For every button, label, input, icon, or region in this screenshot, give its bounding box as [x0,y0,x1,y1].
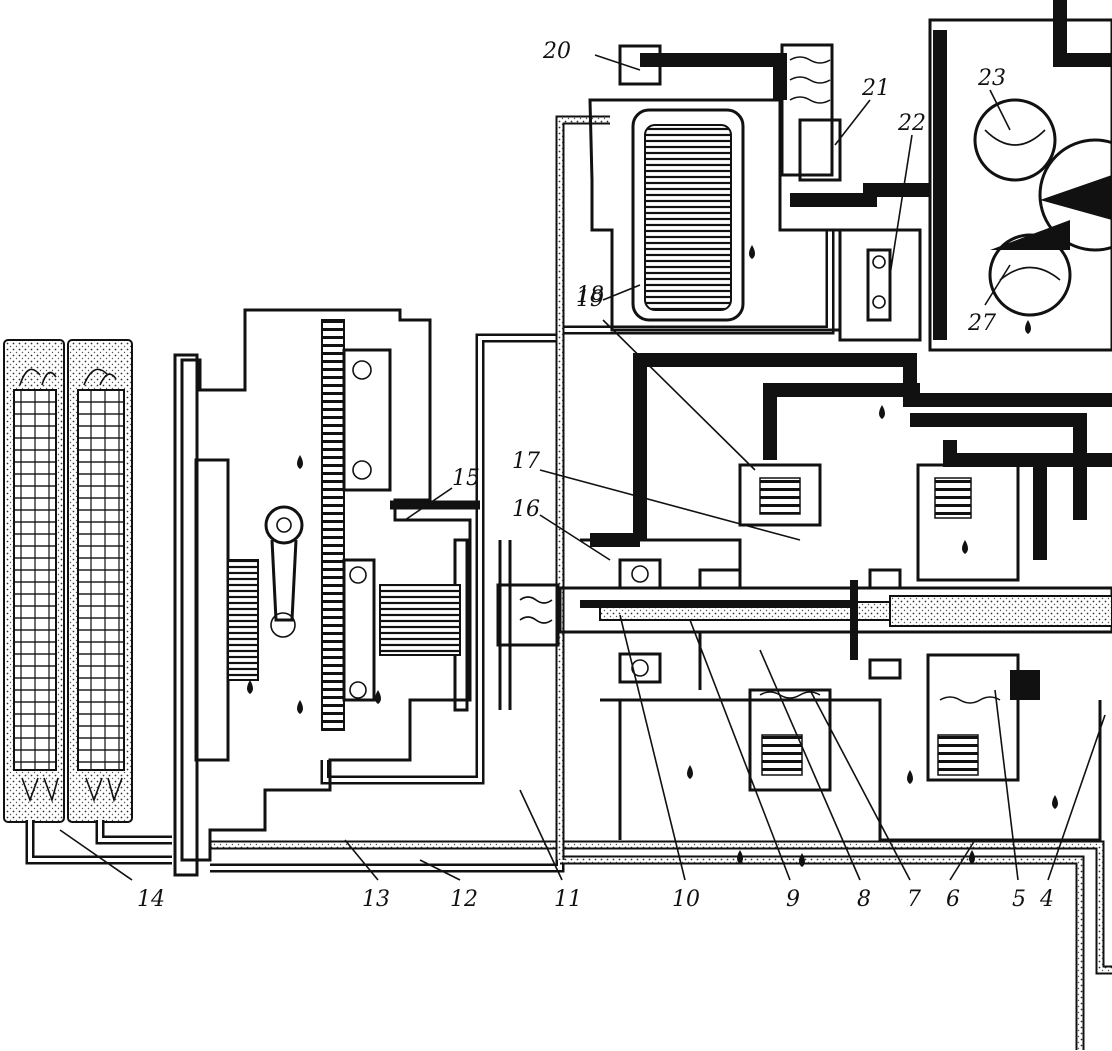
callout-12: 12 [450,887,478,912]
drive-gear [321,319,392,731]
pressure-valve [838,228,922,342]
callout-7: 7 [907,887,921,912]
callout-20: 20 [542,39,571,64]
callout-6: 6 [946,887,960,912]
front-housing [173,308,472,877]
callout-19: 19 [576,287,604,312]
callout-11: 11 [554,887,582,912]
callout-15: 15 [452,466,480,491]
callout-16: 16 [512,497,540,522]
callout-17: 17 [512,449,540,474]
oil-filter-assembly [588,43,930,332]
main-shaft [558,580,1112,660]
clutch-pack-1 [738,463,832,792]
callout-22: 22 [897,111,926,136]
callout-23: 23 [977,66,1006,91]
callout-14: 14 [137,887,165,912]
pressure-passages [590,353,1112,560]
callout-4: 4 [1039,887,1054,912]
callout-18: 18 [576,283,604,308]
control-lever [264,505,304,638]
oil-pump [928,0,1112,352]
callout-9: 9 [786,887,800,912]
callout-21: 21 [861,76,890,101]
callout-27: 27 [967,311,996,336]
oil-drop-markers [247,245,1058,867]
oil-cooler-radiator [3,339,133,823]
output-flange [379,538,560,712]
callout-5: 5 [1012,887,1026,912]
callout-8: 8 [857,887,871,912]
callout-labels: 20 21 22 23 27 19 18 17 16 15 14 13 12 1… [137,39,1054,912]
callout-10: 10 [672,887,700,912]
callout-leaders [59,54,1106,881]
bearings [618,558,902,684]
callout-13: 13 [362,887,390,912]
clutch-pack-2 [916,463,1040,782]
